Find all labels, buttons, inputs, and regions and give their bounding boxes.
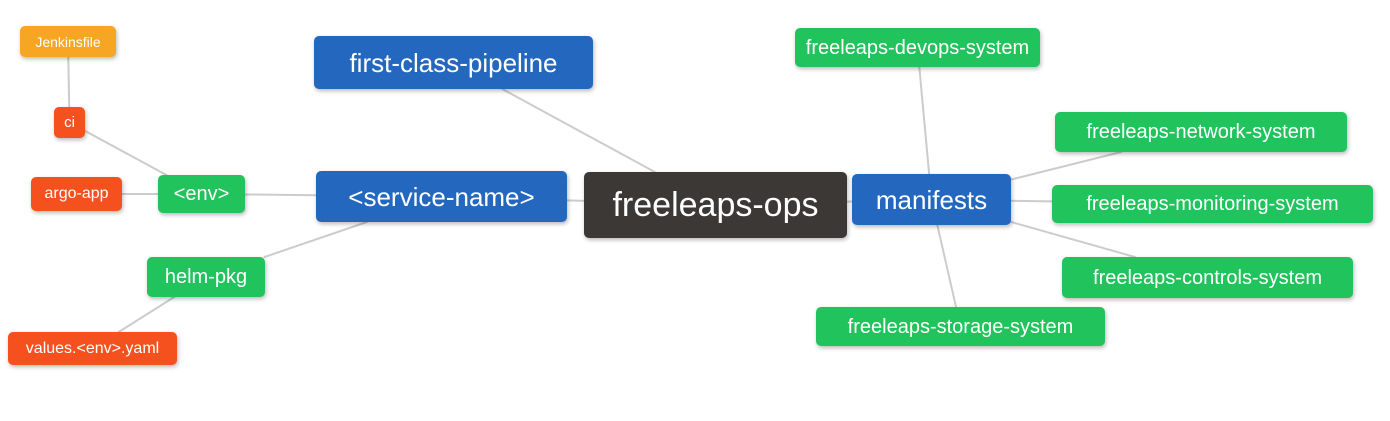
node-env[interactable]: <env>	[158, 175, 245, 213]
node-values-env-yaml[interactable]: values.<env>.yaml	[8, 332, 177, 365]
node-ci[interactable]: ci	[54, 107, 85, 138]
node-argo-app[interactable]: argo-app	[31, 177, 122, 211]
node-freeleaps-controls-system[interactable]: freeleaps-controls-system	[1062, 257, 1353, 298]
node-helm-pkg[interactable]: helm-pkg	[147, 257, 265, 297]
node-first-class-pipeline[interactable]: first-class-pipeline	[314, 36, 593, 89]
node-freeleaps-devops-system[interactable]: freeleaps-devops-system	[795, 28, 1040, 67]
node-freeleaps-ops-root[interactable]: freeleaps-ops	[584, 172, 847, 238]
node-freeleaps-storage-system[interactable]: freeleaps-storage-system	[816, 307, 1105, 346]
node-jenkinsfile[interactable]: Jenkinsfile	[20, 26, 116, 57]
node-service-name[interactable]: <service-name>	[316, 171, 567, 222]
node-freeleaps-monitoring-system[interactable]: freeleaps-monitoring-system	[1052, 185, 1373, 223]
node-freeleaps-network-system[interactable]: freeleaps-network-system	[1055, 112, 1347, 152]
node-manifests[interactable]: manifests	[852, 174, 1011, 225]
